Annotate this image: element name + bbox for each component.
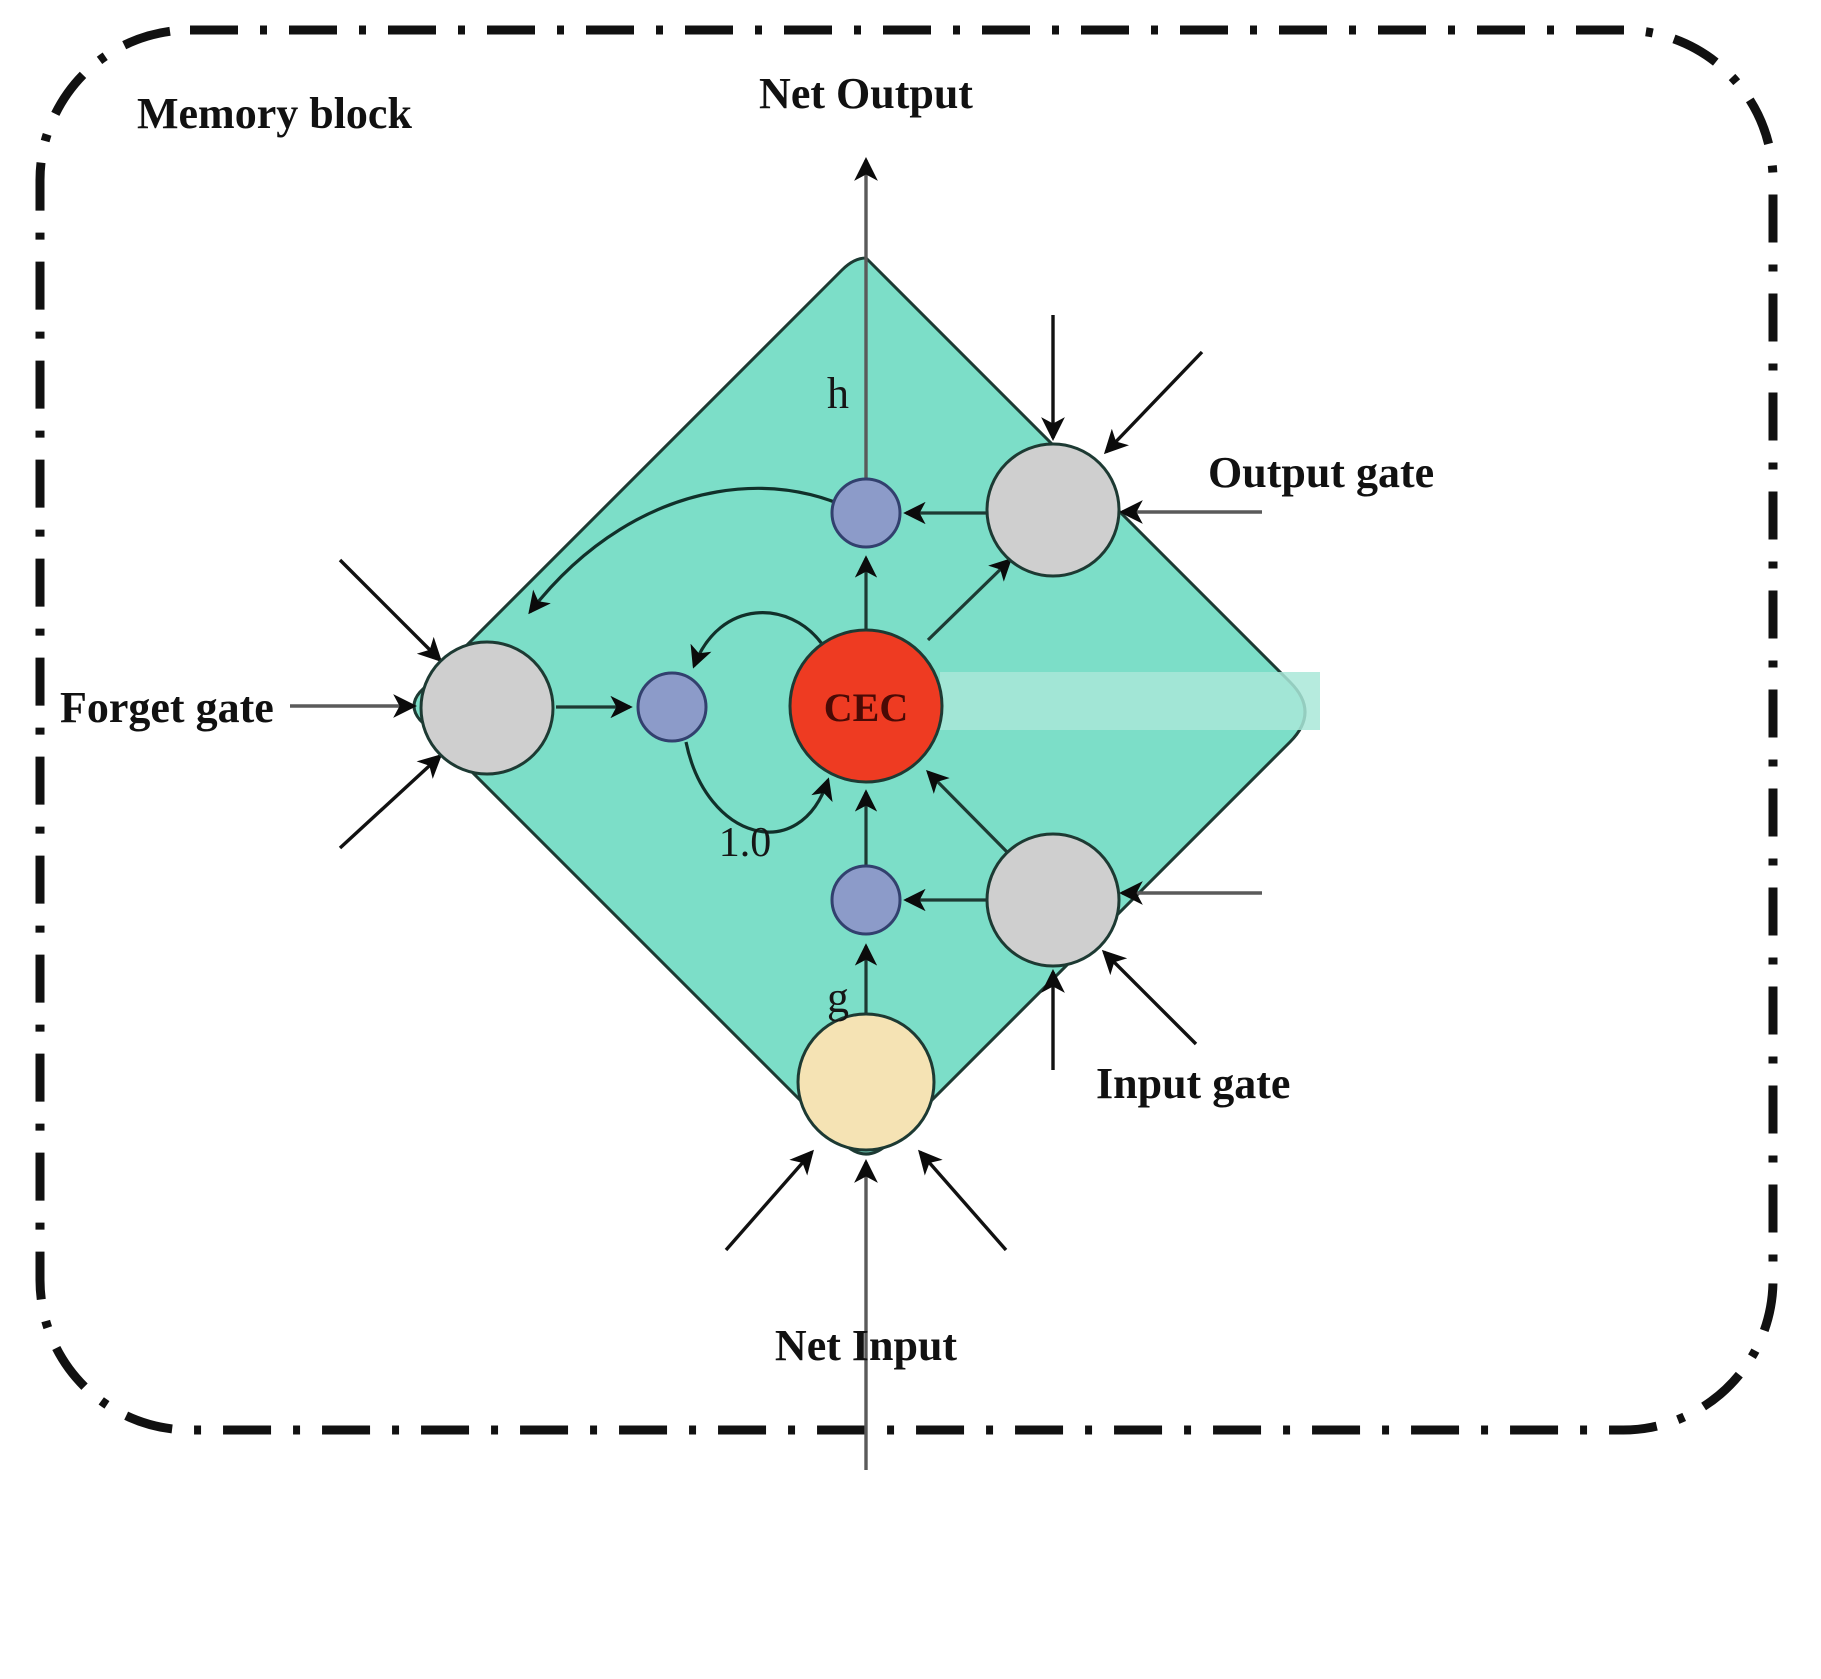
g-squash-label: g: [827, 973, 849, 1022]
output-multiplier-node[interactable]: [830, 477, 902, 549]
forget-gate-label: Forget gate: [60, 683, 274, 732]
output-gate-label: Output gate: [1208, 448, 1434, 497]
h-squash-label: h: [827, 369, 849, 418]
output-gate-edges: [903, 315, 1262, 642]
input-gate-label: Input gate: [1096, 1059, 1290, 1108]
net-output-label: Net Output: [759, 69, 973, 118]
cec-node[interactable]: CEC: [788, 628, 944, 784]
cec-label: CEC: [824, 685, 908, 730]
input-multiplier-node[interactable]: [830, 864, 902, 936]
forget-multiplier-node[interactable]: [636, 671, 708, 743]
output-gate-node[interactable]: [985, 442, 1121, 578]
cec-to-forget-multiplier-arc: [690, 611, 824, 669]
input-gate-edges: [903, 770, 1262, 1070]
input-squash-node[interactable]: [796, 1012, 936, 1152]
input-gate-node[interactable]: [985, 832, 1121, 968]
memory-block-label: Memory block: [137, 89, 412, 138]
recurrent-self-loop-arc: [684, 741, 833, 834]
memory-block-boundary: [35, 25, 1778, 1435]
forget-gate-edges: [290, 558, 633, 850]
recurrent-weight-label: 1.0: [719, 820, 772, 866]
net-input-label: Net Input: [775, 1321, 957, 1370]
net-input-edges: [724, 1149, 1008, 1470]
forget-gate-node[interactable]: [419, 640, 555, 776]
